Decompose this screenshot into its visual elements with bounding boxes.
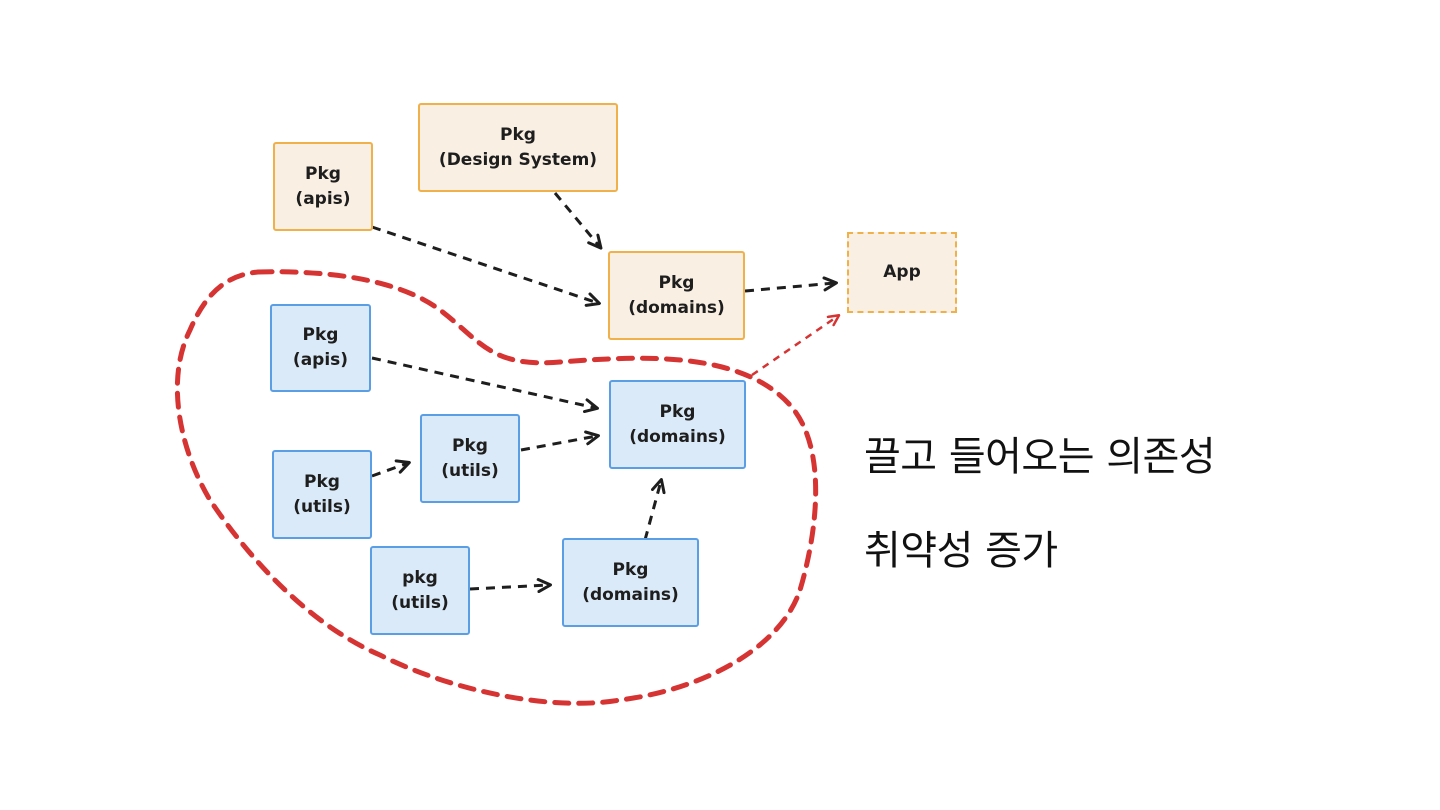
arrow-designsystem-to-domains-top (553, 192, 603, 250)
node-pkg-utils-left: Pkg (utils) (272, 450, 372, 539)
node-line1: App (883, 262, 921, 282)
node-line2: (Design System) (438, 149, 598, 170)
node-line1: Pkg (612, 559, 649, 580)
node-pkg-utils-mid: Pkg (utils) (420, 414, 520, 503)
node-line2: (utils) (441, 460, 499, 481)
node-pkg-apis-blue: Pkg (apis) (270, 304, 371, 392)
node-line1: Pkg (305, 163, 341, 184)
node-line2: (apis) (295, 188, 351, 209)
node-line1: Pkg (304, 471, 340, 492)
node-line1: Pkg (452, 435, 488, 456)
node-line2: (utils) (293, 496, 351, 517)
node-pkg-domains-bottom: Pkg (domains) (562, 538, 699, 627)
node-pkg-domains-blue-main: Pkg (domains) (609, 380, 746, 469)
node-line1: Pkg (659, 401, 696, 422)
node-line2: (utils) (391, 592, 449, 613)
arrow-utils-mid-to-domains (520, 430, 600, 452)
arrow-domains-blue-to-app (751, 314, 841, 377)
caption-increased-vulnerability: 취약성 증가 (864, 528, 1058, 574)
node-line2: (apis) (292, 350, 349, 370)
node-pkg-design-system: Pkg (Design System) (418, 103, 618, 192)
arrow-utils-bottom-to-domains-bottom (469, 578, 552, 594)
node-line1: Pkg (658, 272, 695, 293)
arrow-apis-blue-to-domains (371, 356, 599, 414)
node-app: App (847, 232, 957, 313)
arrow-apis-to-domains-top (371, 225, 601, 307)
node-line1: Pkg (500, 124, 536, 145)
node-line2: (domains) (628, 297, 725, 318)
node-pkg-domains-orange: Pkg (domains) (608, 251, 745, 340)
arrow-domains-bottom-to-domains-main (643, 478, 666, 541)
arrow-utils-left-to-utils-mid (371, 459, 411, 478)
node-pkg-apis-orange: Pkg (apis) (273, 142, 373, 231)
risk-highlight-loop (174, 269, 819, 706)
node-line1: pkg (402, 567, 438, 588)
node-line1: Pkg (302, 325, 339, 345)
arrow-domains-top-to-app (744, 276, 838, 293)
node-line2: (domains) (629, 426, 726, 447)
node-pkg-utils-bottom: pkg (utils) (370, 546, 470, 635)
caption-transitive-dependency: 끌고 들어오는 의존성 (864, 434, 1216, 480)
node-line2: (domains) (582, 584, 679, 605)
